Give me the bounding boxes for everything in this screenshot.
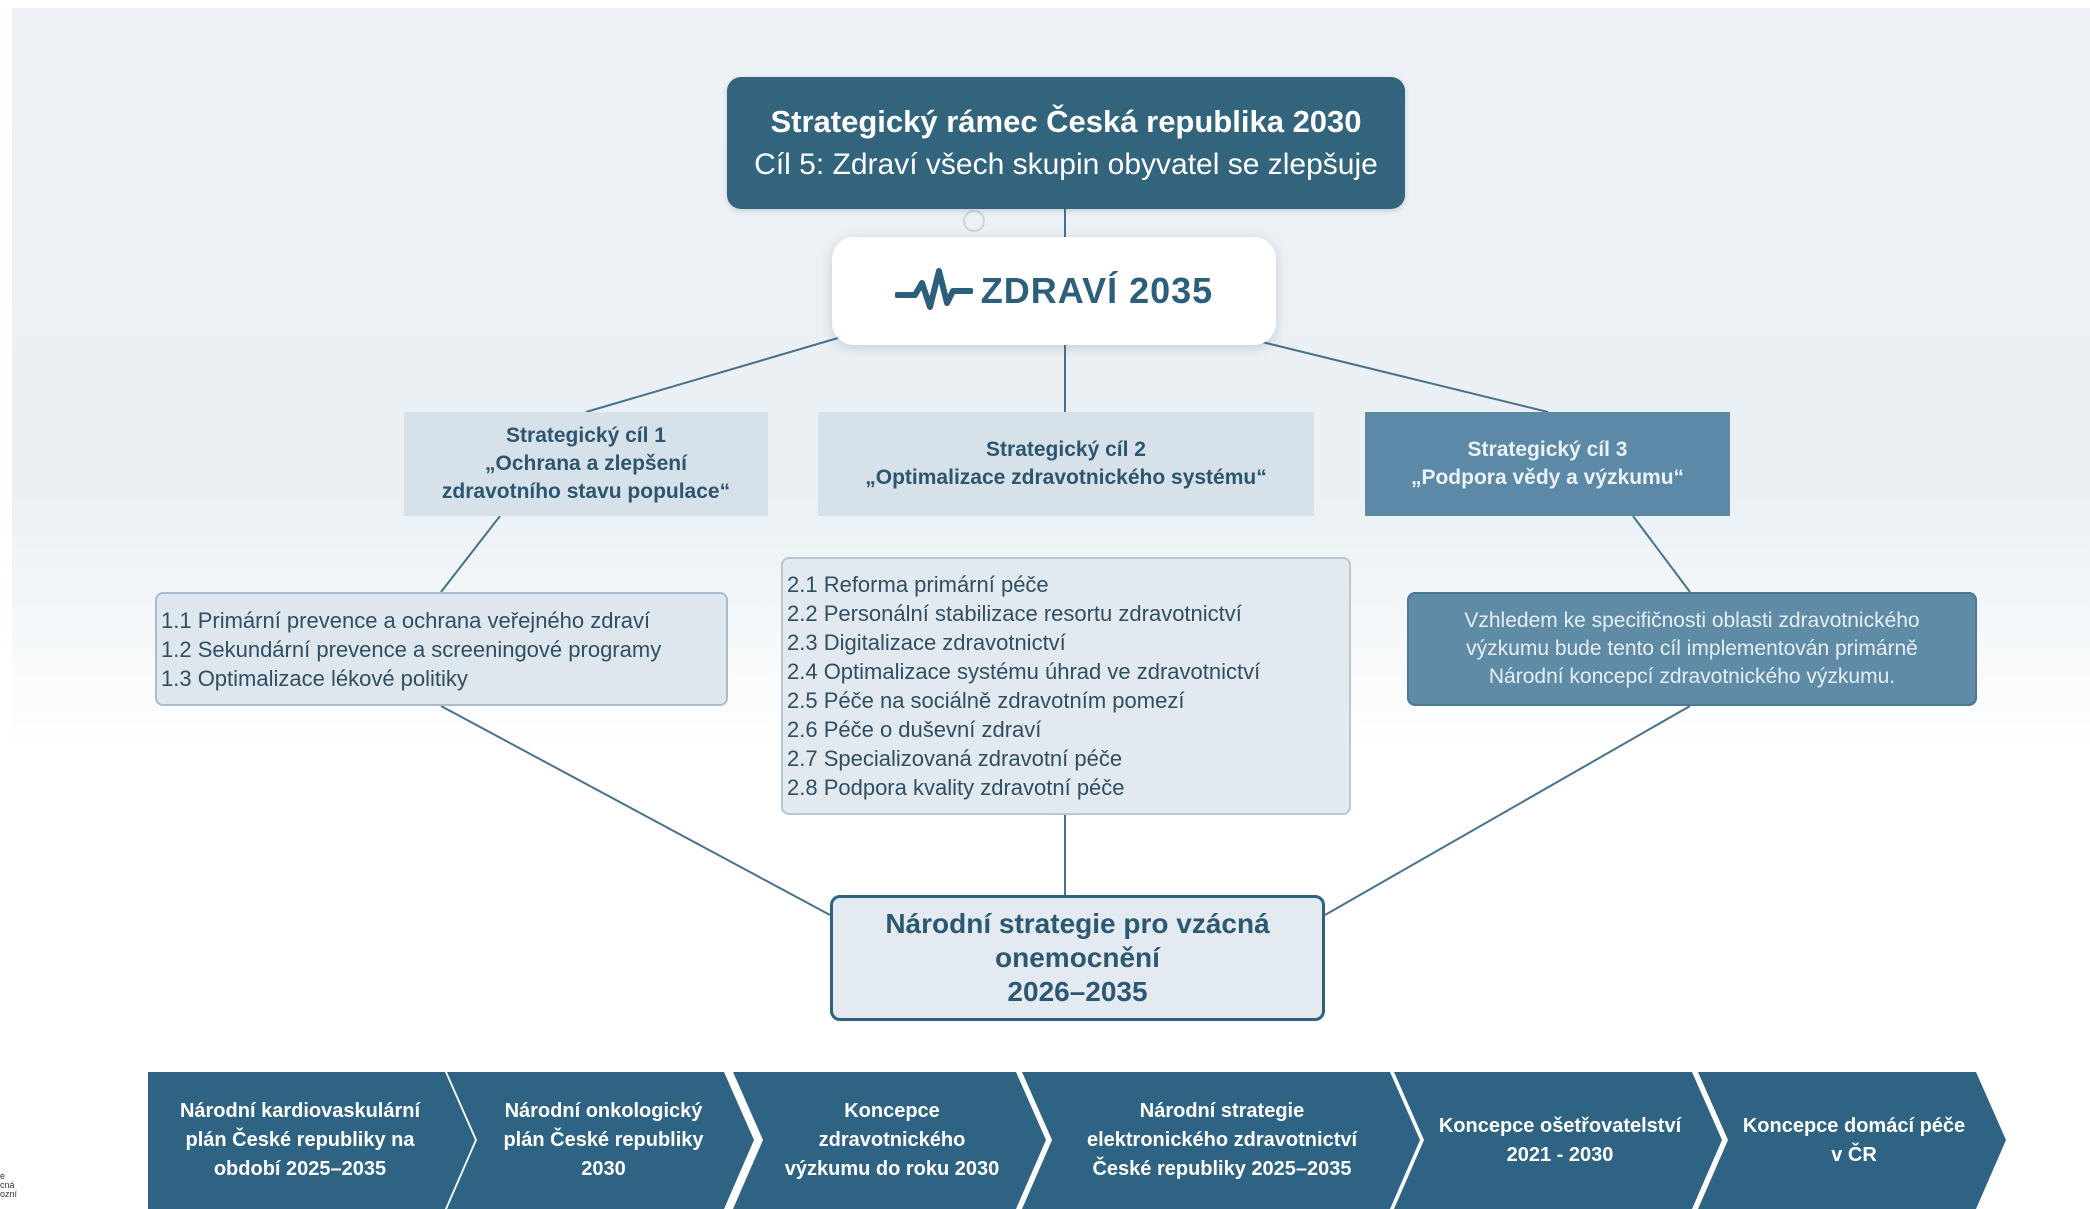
chevron-line: elektronického zdravotnictví bbox=[1086, 1129, 1358, 1151]
measure-item: 2.5 Péče na sociálně zdravotním pomezí bbox=[787, 688, 1185, 713]
strategy-line: Národní strategie pro vzácná bbox=[885, 908, 1270, 939]
chevron-research-concept: Koncepce zdravotnického výzkumu do roku … bbox=[733, 1072, 1046, 1209]
chevron-label: Koncepce domácí péče v ČR bbox=[1732, 1072, 1976, 1209]
strategic-goal-3: Strategický cíl 3 „Podpora vědy a výzkum… bbox=[1365, 412, 1730, 516]
connector-sub1-to-national bbox=[440, 705, 831, 916]
chevron-line: zdravotnického bbox=[818, 1129, 966, 1151]
chevron-line: Koncepce domácí péče bbox=[1742, 1114, 1966, 1137]
connector-goal3-to-sub3 bbox=[1632, 515, 1691, 593]
chevron-oncology-plan: Národní onkologický plán České republiky… bbox=[447, 1072, 754, 1209]
note-line: Vzhledem ke specifičnosti oblasti zdravo… bbox=[1464, 609, 1920, 632]
goal-line: zdravotního stavu populace“ bbox=[441, 480, 731, 503]
chevron-label: Koncepce ošetřovatelství 2021 - 2030 bbox=[1428, 1072, 1692, 1209]
connector-logo-to-goal1 bbox=[585, 337, 839, 413]
goal-line: „Podpora vědy a výzkumu“ bbox=[1410, 466, 1685, 489]
chevron-line: Národní strategie bbox=[1139, 1100, 1305, 1122]
measure-item: 2.2 Personální stabilizace resortu zdrav… bbox=[787, 601, 1242, 626]
chevron-label: Národní onkologický plán České republiky… bbox=[481, 1072, 726, 1209]
goal-line: Strategický cíl 2 bbox=[986, 438, 1146, 461]
goal-line: Strategický cíl 3 bbox=[1467, 438, 1628, 461]
goal-1-measures-box: 1.1 Primární prevence a ochrana veřejnéh… bbox=[155, 592, 728, 706]
strategic-goal-2: Strategický cíl 2 „Optimalizace zdravotn… bbox=[818, 412, 1314, 516]
chevron-line: 2021 - 2030 bbox=[1506, 1143, 1614, 1166]
measure-item: 2.1 Reforma primární péče bbox=[787, 572, 1049, 597]
chevron-label: Národní strategie elektronického zdravot… bbox=[1054, 1072, 1390, 1209]
measure-item: 1.3 Optimalizace lékové politiky bbox=[161, 665, 468, 691]
measure-item: 2.3 Digitalizace zdravotnictví bbox=[787, 630, 1066, 655]
framework-title: Strategický rámec Česká republika 2030 bbox=[770, 104, 1362, 139]
chevron-nursing-concept: Koncepce ošetřovatelství 2021 - 2030 bbox=[1394, 1072, 1722, 1209]
goal-line: Strategický cíl 1 bbox=[506, 424, 666, 447]
chevron-line: České republiky 2025–2035 bbox=[1092, 1158, 1352, 1180]
side-text-line: ozní bbox=[0, 1189, 18, 1199]
chevron-shape bbox=[447, 1072, 754, 1209]
zdravi-2035-logo-box: ZDRAVÍ 2035 bbox=[832, 237, 1276, 345]
logo-text: ZDRAVÍ 2035 bbox=[980, 270, 1214, 311]
chevron-shape bbox=[120, 1072, 475, 1209]
measure-item: 2.7 Specializovaná zdravotní péče bbox=[787, 746, 1123, 771]
connector-goal1-to-sub1 bbox=[440, 515, 501, 593]
chevron-label: Národní kardiovaskulární plán České repu… bbox=[150, 1072, 450, 1209]
measure-item: 2.4 Optimalizace systému úhrad ve zdravo… bbox=[787, 659, 1261, 684]
connector-logo-to-goal3 bbox=[1261, 341, 1549, 413]
chevron-line: Národní onkologický bbox=[504, 1100, 703, 1122]
note-line: výzkumu bude tento cíl implementován pri… bbox=[1466, 637, 1918, 660]
note-line: Národní koncepcí zdravotnického výzkumu. bbox=[1488, 665, 1896, 688]
chevron-line: období 2025–2035 bbox=[213, 1158, 387, 1180]
strategy-line: 2026–2035 bbox=[1007, 976, 1148, 1007]
framework-subtitle: Cíl 5: Zdraví všech skupin obyvatel se z… bbox=[754, 148, 1378, 181]
chevron-line: výzkumu do roku 2030 bbox=[784, 1158, 1000, 1180]
goal-2-measures-box: 2.1 Reforma primární péče 2.2 Personální… bbox=[781, 557, 1351, 815]
chevron-shape bbox=[1022, 1072, 1420, 1209]
cropped-side-text: e cná ozní bbox=[0, 1172, 30, 1199]
chevron-line: v ČR bbox=[1831, 1143, 1877, 1166]
small-circle-marker bbox=[963, 210, 985, 232]
strategic-goal-1: Strategický cíl 1 „Ochrana a zlepšení zd… bbox=[404, 412, 768, 516]
national-rare-disease-strategy-box: Národní strategie pro vzácná onemocnění … bbox=[830, 895, 1325, 1021]
measure-item: 1.1 Primární prevence a ochrana veřejnéh… bbox=[161, 607, 651, 633]
strategic-framework-box: Strategický rámec Česká republika 2030 C… bbox=[727, 77, 1405, 209]
connector-sub3-to-national bbox=[1324, 705, 1691, 916]
chevron-line: 2030 bbox=[581, 1158, 626, 1180]
side-text-line: cná bbox=[0, 1180, 15, 1190]
chevron-line: Koncepce ošetřovatelství bbox=[1438, 1114, 1682, 1137]
chevron-ehealth-strategy: Národní strategie elektronického zdravot… bbox=[1022, 1072, 1420, 1209]
goal-3-note-box: Vzhledem ke specifičnosti oblasti zdravo… bbox=[1407, 592, 1977, 706]
goal-line: „Optimalizace zdravotnického systému“ bbox=[865, 466, 1267, 489]
chevron-home-care-concept: Koncepce domácí péče v ČR bbox=[1698, 1072, 2006, 1209]
chevron-line: Národní kardiovaskulární bbox=[179, 1100, 421, 1122]
measure-item: 1.2 Sekundární prevence a screeningové p… bbox=[161, 636, 662, 662]
chevron-line: Koncepce bbox=[844, 1100, 940, 1122]
chevron-cardiovascular-plan: Národní kardiovaskulární plán České repu… bbox=[120, 1072, 475, 1209]
pulse-wave-icon bbox=[894, 268, 973, 310]
chevron-shape bbox=[733, 1072, 1046, 1209]
strategy-line: onemocnění bbox=[995, 942, 1160, 973]
chevron-line: plán České republiky bbox=[503, 1129, 704, 1151]
measure-item: 2.8 Podpora kvality zdravotní péče bbox=[787, 775, 1125, 800]
measure-item: 2.6 Péče o duševní zdraví bbox=[787, 717, 1042, 742]
chevron-shape bbox=[1394, 1072, 1722, 1209]
goal-line: „Ochrana a zlepšení bbox=[485, 452, 687, 475]
chevron-label: Koncepce zdravotnického výzkumu do roku … bbox=[767, 1072, 1017, 1209]
side-text-line: e bbox=[0, 1171, 6, 1181]
chevron-shape bbox=[1698, 1072, 2006, 1209]
chevron-line: plán České republiky na bbox=[185, 1129, 415, 1151]
